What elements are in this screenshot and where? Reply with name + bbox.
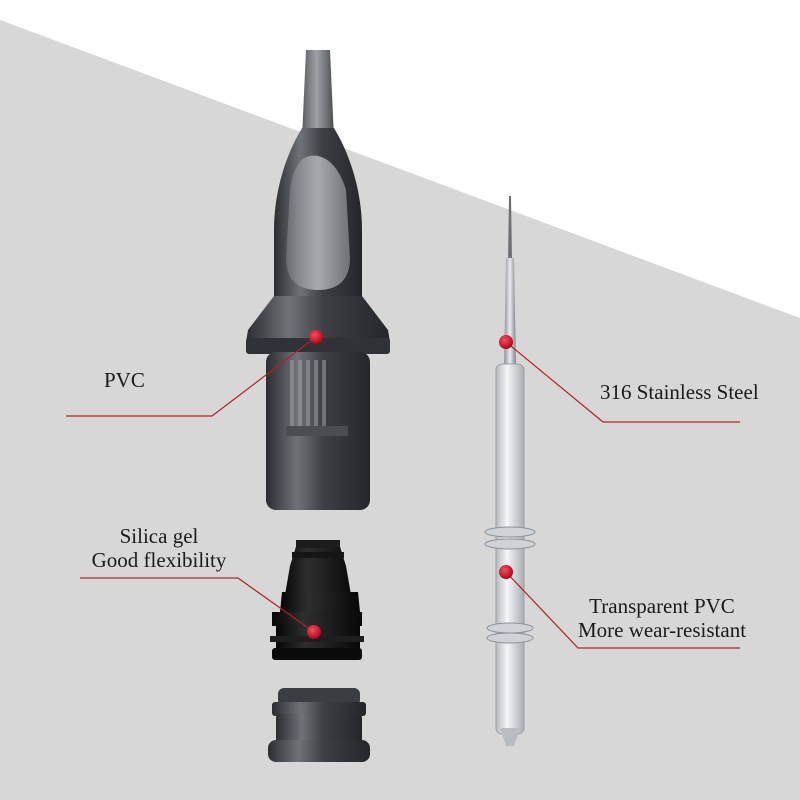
callout-line-pvc bbox=[66, 336, 317, 417]
label-pvc: PVC bbox=[104, 368, 145, 392]
label-transparent-line-2: More wear-resistant bbox=[577, 618, 747, 642]
callout-lines bbox=[66, 336, 740, 649]
label-transparent-line-1: Transparent PVC bbox=[589, 594, 735, 618]
label-transparent-pvc: Transparent PVC More wear-resistant bbox=[560, 594, 764, 642]
callout-dot-pvc bbox=[309, 330, 323, 344]
callout-dots bbox=[307, 330, 513, 639]
callout-dot-silica bbox=[307, 625, 321, 639]
label-silica-line-1: Silica gel bbox=[119, 524, 199, 548]
needle-assembly bbox=[484, 196, 536, 746]
bottom-ring bbox=[268, 688, 370, 762]
silicone-cap bbox=[270, 540, 364, 660]
cartridge-body bbox=[246, 50, 390, 510]
label-pvc-text: PVC bbox=[104, 368, 145, 392]
callout-line-steel bbox=[505, 341, 740, 423]
callout-line-transparent bbox=[505, 571, 740, 649]
label-silica-line-2: Good flexibility bbox=[91, 548, 227, 572]
callout-dot-transparent bbox=[499, 565, 513, 579]
callout-dot-steel bbox=[499, 335, 513, 349]
callout-line-silica bbox=[80, 577, 315, 633]
label-steel-text: 316 Stainless Steel bbox=[600, 380, 759, 404]
background-band bbox=[0, 20, 800, 800]
cartridge-ridges bbox=[290, 360, 326, 432]
label-silica-gel: Silica gel Good flexibility bbox=[80, 524, 238, 572]
label-stainless-steel: 316 Stainless Steel bbox=[600, 380, 759, 404]
